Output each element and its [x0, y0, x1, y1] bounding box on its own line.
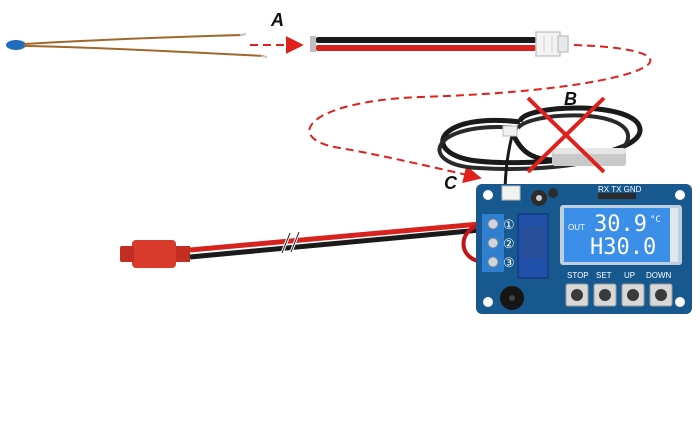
waterproof-probe — [437, 105, 643, 197]
label-a: A — [270, 10, 284, 30]
controller-board: RX TX GND ① ② ③ OUT 30.9 °C H30.0 STOP S… — [476, 184, 692, 314]
button-label-set: SET — [596, 271, 612, 280]
power-cable — [120, 221, 481, 268]
cross-out-mark — [526, 96, 606, 174]
button-label-up: UP — [624, 271, 635, 280]
button-label-stop: STOP — [567, 271, 589, 280]
button-label-down: DOWN — [646, 271, 672, 280]
jst-cable — [310, 31, 569, 57]
terminal-2: ② — [503, 236, 515, 251]
terminal-1: ① — [503, 217, 515, 232]
header-pins-label: RX TX GND — [598, 185, 642, 194]
lcd-unit: °C — [650, 215, 661, 225]
label-c: C — [444, 173, 458, 193]
terminal-3: ③ — [503, 255, 515, 270]
lcd-setpoint: H30.0 — [590, 235, 656, 260]
thermistor-probe — [6, 33, 268, 58]
label-b: B — [564, 89, 577, 109]
lcd-temperature: 30.9 — [594, 212, 647, 237]
lcd-out-label: OUT — [568, 223, 585, 232]
dashed-path-c — [308, 44, 652, 184]
